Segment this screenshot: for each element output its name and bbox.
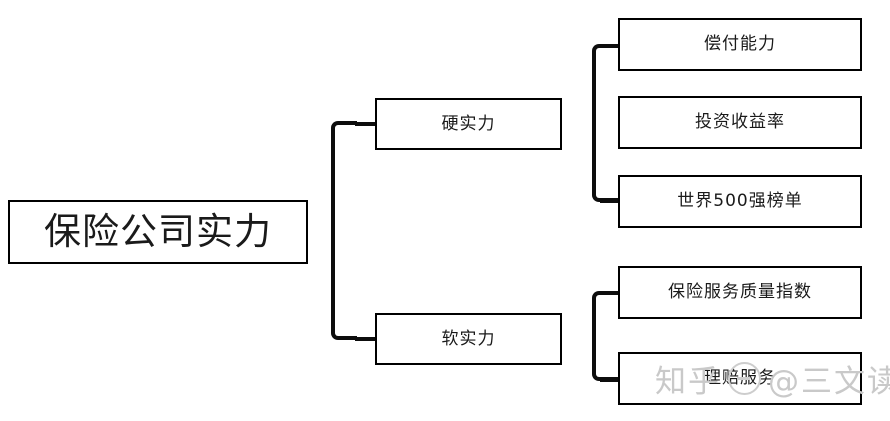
connector-bracket-hard-power (592, 44, 618, 202)
connector-stub-leaf-3 (600, 291, 620, 295)
connector-stub-leaf-4 (600, 378, 620, 382)
node-leaf-claims-service: 理赔服务 (618, 352, 862, 405)
node-leaf-service-quality-index: 保险服务质量指数 (618, 266, 862, 319)
node-root: 保险公司实力 (8, 200, 308, 264)
connector-bracket-root (331, 121, 357, 340)
node-branch-hard-power: 硬实力 (375, 98, 562, 150)
connector-bracket-soft-power (592, 291, 618, 381)
node-leaf-solvency: 偿付能力 (618, 18, 862, 71)
connector-stub-hard (355, 122, 377, 126)
connector-stub-leaf-2 (600, 199, 620, 203)
node-leaf-fortune-500: 世界500强榜单 (618, 175, 862, 228)
connector-stub-leaf-0 (600, 44, 620, 48)
node-branch-soft-power: 软实力 (375, 313, 562, 365)
connector-stub-soft (355, 337, 377, 341)
node-leaf-investment-return: 投资收益率 (618, 96, 862, 149)
